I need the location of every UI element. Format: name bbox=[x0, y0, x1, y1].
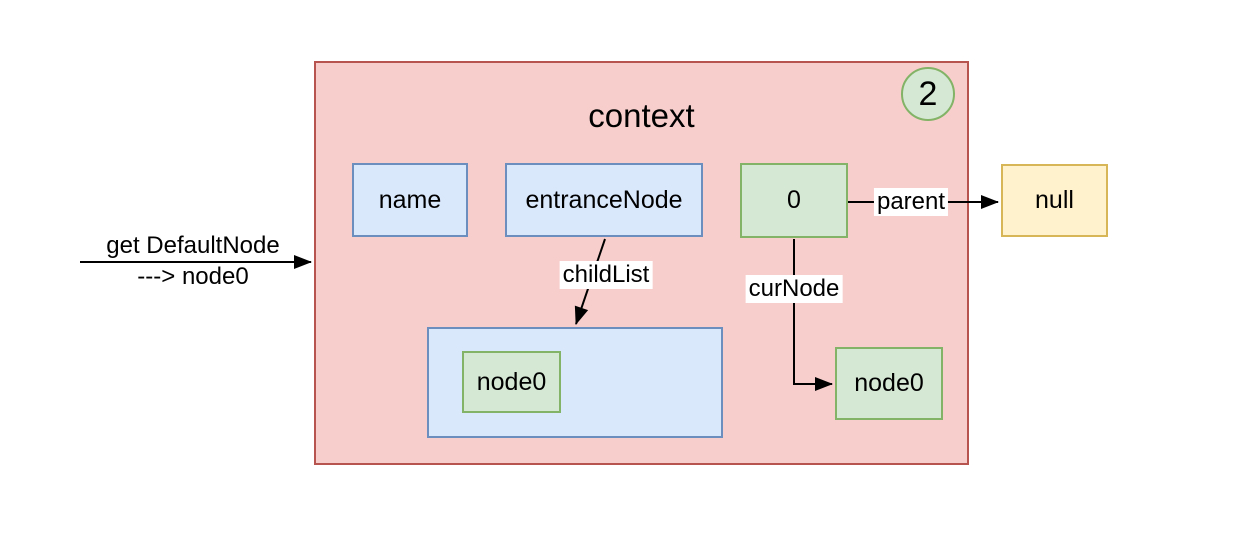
edge-label-curnode: curNode bbox=[745, 275, 843, 303]
node-zero-label: 0 bbox=[787, 186, 801, 214]
node-name: name bbox=[352, 163, 468, 237]
node-zero: 0 bbox=[740, 163, 848, 238]
step-badge: 2 bbox=[901, 67, 955, 121]
call-annotation-line1: get DefaultNode bbox=[106, 232, 280, 259]
node-null-label: null bbox=[1035, 186, 1074, 214]
node-null: null bbox=[1001, 164, 1108, 237]
node-name-label: name bbox=[378, 185, 442, 214]
node-node0-current-label: node0 bbox=[854, 369, 924, 397]
call-annotation-line2: ---> node0 bbox=[137, 263, 249, 290]
node-entrance-node-label: entranceNode bbox=[525, 185, 683, 214]
context-title: context bbox=[588, 97, 695, 134]
node-node0-in-childlist: node0 bbox=[462, 351, 561, 413]
edge-label-childlist: childList bbox=[559, 261, 653, 289]
node-entrance-node: entranceNode bbox=[505, 163, 703, 237]
node-node0-in-childlist-label: node0 bbox=[476, 367, 547, 396]
node-node0-current: node0 bbox=[835, 347, 943, 420]
step-badge-number: 2 bbox=[918, 75, 938, 113]
edge-label-parent: parent bbox=[873, 188, 949, 216]
